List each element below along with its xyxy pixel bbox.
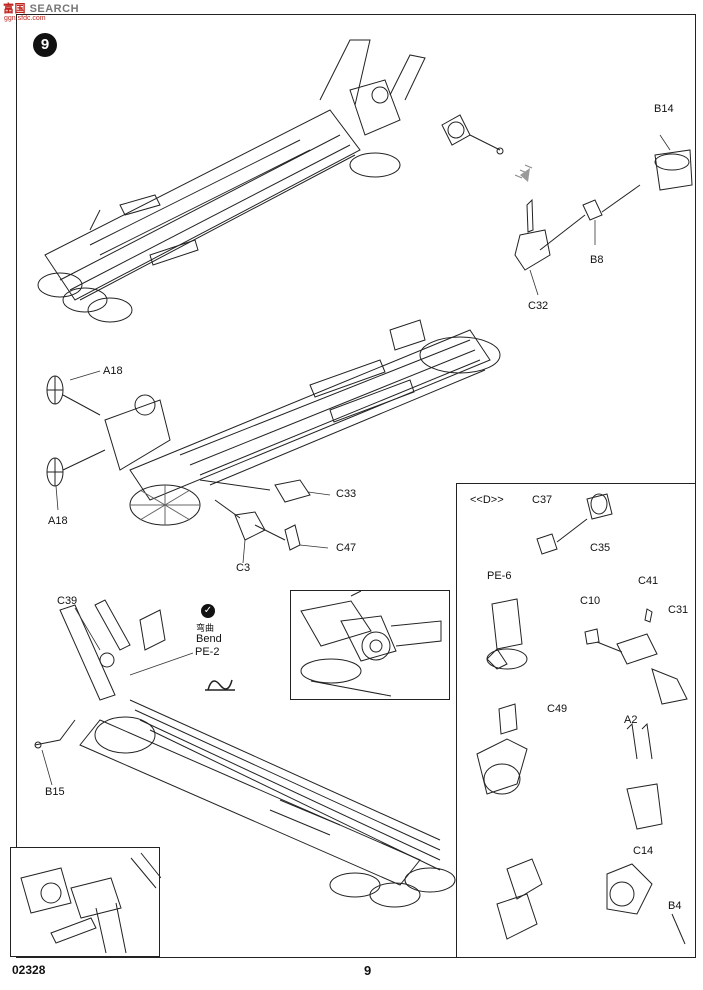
- detail-inset-middle: [290, 590, 450, 700]
- bend-diagram: [205, 679, 235, 691]
- carriage-top-drawing: [37, 39, 426, 323]
- label-c37: C37: [532, 494, 553, 506]
- c32-b8-b14-parts: [441, 114, 693, 271]
- footer-product-code: 02328: [12, 963, 46, 977]
- label-a18-bottom: A18: [48, 515, 68, 527]
- c33-c47-c3-parts: [199, 479, 311, 551]
- label-c39: C39: [57, 595, 78, 607]
- watermark-logo: 富国 SEARCH: [3, 0, 79, 16]
- a18-handwheels: [46, 375, 106, 487]
- detail-bottom-drawing: [20, 852, 161, 954]
- detail-middle-drawing: [300, 591, 442, 697]
- detail-inset-bottom: [10, 847, 161, 957]
- label-b14: B14: [654, 103, 674, 115]
- subassembly-d-drawing: [476, 493, 688, 945]
- step-number-badge: 9: [33, 33, 57, 57]
- label-c47: C47: [336, 542, 357, 554]
- label-c49: C49: [547, 703, 568, 715]
- label-pe6: PE-6: [487, 570, 512, 582]
- label-c32: C32: [528, 300, 549, 312]
- label-c35: C35: [590, 542, 611, 554]
- label-d-marker: <<D>>: [470, 494, 504, 506]
- label-b8: B8: [590, 254, 604, 266]
- label-c14: C14: [633, 845, 654, 857]
- label-c33: C33: [336, 488, 357, 500]
- label-pe2: PE-2: [195, 646, 220, 658]
- label-b4: B4: [668, 900, 682, 912]
- watermark-brand: SEARCH: [29, 3, 80, 15]
- label-c3: C3: [236, 562, 251, 574]
- label-bend-cn: 弯曲: [196, 623, 215, 633]
- label-b15: B15: [45, 786, 65, 798]
- watermark-sub: ggn.sfdc.com: [4, 15, 46, 22]
- footer-page-number: 9: [364, 963, 372, 978]
- label-a2: A2: [624, 714, 638, 726]
- label-bend-en: Bend: [196, 633, 222, 645]
- bend-icon: ✓: [201, 604, 215, 618]
- label-c10: C10: [580, 595, 601, 607]
- carriage-middle-drawing: [104, 319, 501, 526]
- label-c31: C31: [668, 604, 689, 616]
- watermark-brand-prefix: 富国: [3, 3, 26, 15]
- carriage-bottom-drawing: [34, 599, 456, 908]
- label-a18-top: A18: [103, 365, 123, 377]
- label-c41: C41: [638, 575, 659, 587]
- subassembly-d-panel: [456, 483, 696, 958]
